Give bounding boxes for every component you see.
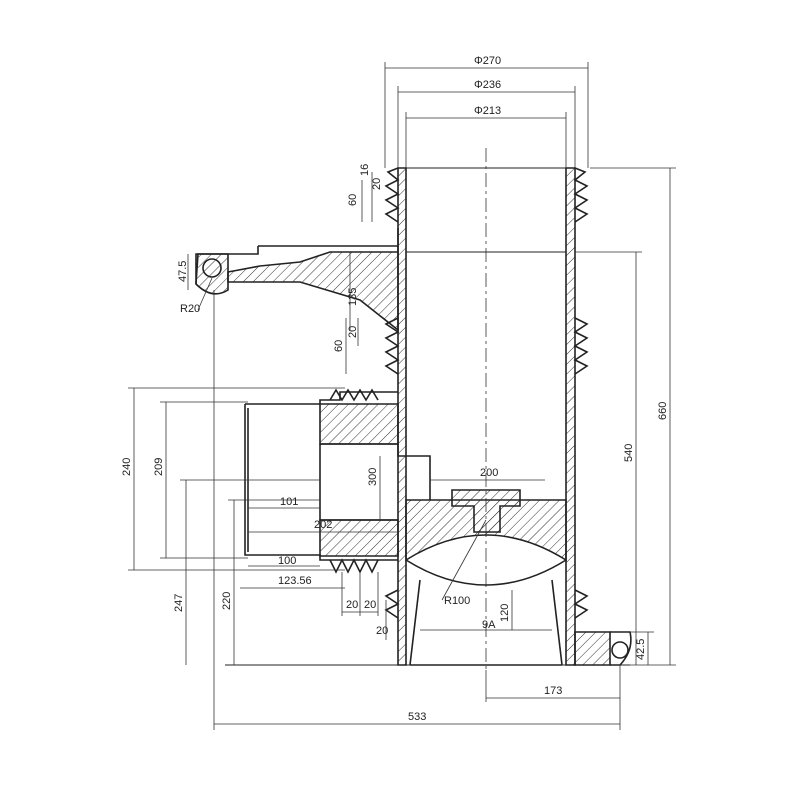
low-ribs-right [573, 589, 589, 619]
dim-100: 100 [278, 555, 296, 567]
dim-r100: R100 [444, 595, 470, 607]
mid-ribs-right [573, 317, 589, 375]
base-flange [574, 631, 611, 666]
top-ribs-right [573, 167, 589, 223]
dimension-labels: Φ270 Φ236 Φ213 16 20 60 47.5 R20 135 20 … [121, 55, 669, 723]
dim-16: 16 [359, 164, 371, 176]
dim-300: 300 [367, 468, 379, 486]
mid-ribs-left [384, 317, 400, 375]
dim-660: 660 [657, 402, 669, 420]
dim-d270: Φ270 [474, 55, 501, 67]
dim-20d: 20 [364, 599, 376, 611]
dim-123-56: 123.56 [278, 575, 312, 587]
dim-42-5: 42.5 [635, 639, 647, 660]
dim-101: 101 [280, 496, 298, 508]
dim-60a: 60 [347, 194, 359, 206]
dim-47-5: 47.5 [177, 261, 189, 282]
flange-arm [195, 228, 399, 332]
main-cylinder [384, 148, 589, 670]
low-ribs-left [384, 589, 400, 619]
top-ribs-left [384, 167, 400, 223]
dim-173: 173 [544, 685, 562, 697]
dim-135: 135 [347, 288, 359, 306]
dim-540: 540 [623, 444, 635, 462]
dim-r20: R20 [180, 303, 200, 315]
dim-240: 240 [121, 458, 133, 476]
dim-20c: 20 [346, 599, 358, 611]
side-outlet [244, 388, 431, 574]
flange-arm-body [227, 228, 399, 332]
dim-202: 202 [314, 519, 332, 531]
key-insert [451, 489, 521, 533]
flange-lip [195, 253, 229, 295]
dim-247: 247 [173, 594, 185, 612]
dim-d236: Φ236 [474, 79, 501, 91]
dim-209: 209 [153, 458, 165, 476]
dim-20b: 20 [347, 326, 359, 338]
dim-533: 533 [408, 711, 426, 723]
dim-d213: Φ213 [474, 105, 501, 117]
dim-9a: 9A [482, 619, 496, 631]
dim-120: 120 [499, 604, 511, 622]
dim-20a: 20 [371, 178, 383, 190]
dim-200: 200 [480, 467, 498, 479]
dim-20e: 20 [376, 625, 388, 637]
left-wall [397, 167, 407, 666]
base-section [225, 489, 632, 666]
right-wall [565, 167, 576, 666]
dim-60b: 60 [333, 340, 345, 352]
dimension-lines [128, 62, 676, 730]
dim-220: 220 [221, 592, 233, 610]
